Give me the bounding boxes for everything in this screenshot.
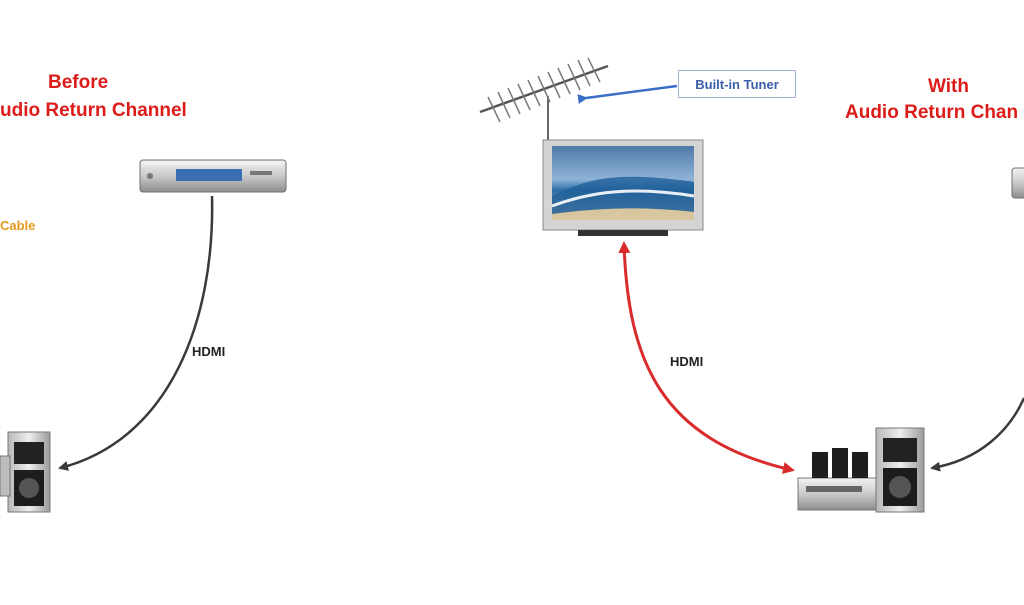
- left-hdmi-label: HDMI: [192, 344, 226, 359]
- right-title-line2: Audio Return Chan: [845, 102, 1019, 123]
- dvd-player-icon: [139, 159, 287, 193]
- left-hdmi-arc: [58, 195, 214, 471]
- left-title-line2: udio Return Channel: [0, 100, 187, 121]
- left-cable-label: Cable: [0, 218, 36, 233]
- center-hdmi-arc: [618, 241, 795, 474]
- right-title-line1: With: [928, 76, 969, 97]
- right-dvd-player-icon: [1011, 167, 1024, 199]
- left-receiver-icon: [0, 431, 51, 513]
- tuner-callout-arrow: [577, 84, 678, 105]
- center-hdmi-label: HDMI: [670, 354, 704, 369]
- tuner-callout: Built-in Tuner: [678, 70, 796, 98]
- tv-icon: [542, 139, 704, 236]
- tuner-callout-label: Built-in Tuner: [695, 77, 779, 92]
- home-theater-icon: [797, 427, 925, 513]
- right-hdmi-arc: [930, 397, 1024, 472]
- antenna-icon: [479, 57, 609, 140]
- left-title-line1: Before: [48, 72, 109, 93]
